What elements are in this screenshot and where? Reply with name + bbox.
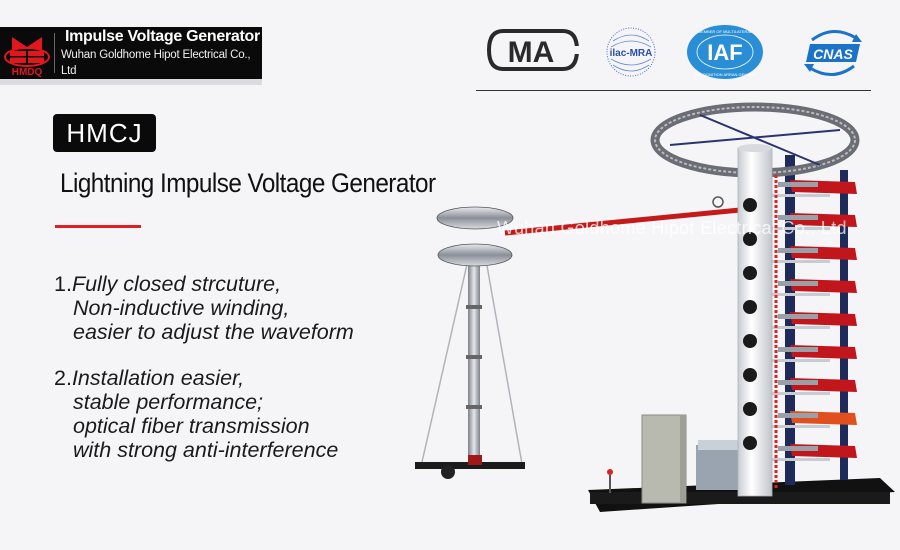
capacitor-stage (770, 246, 857, 263)
certification-logos: MA ilac-MRA IAF MEMBER OF MULTILATERAL R… (480, 22, 900, 82)
capacitor-stage (770, 213, 857, 230)
svg-text:ilac-MRA: ilac-MRA (610, 48, 653, 59)
product-title: Lightning Impulse Voltage Generator (60, 168, 436, 198)
feature-text: with strong anti-interference (73, 438, 339, 462)
capacitor-stage (770, 279, 857, 296)
porthole (743, 198, 757, 212)
iaf-logo-icon: IAF MEMBER OF MULTILATERAL RECOGNITION A… (685, 23, 765, 86)
feature-item: 1.Fully closed strcuture, Non-inductive … (54, 272, 354, 344)
capacitor-stage (770, 345, 857, 362)
brand-divider (54, 33, 55, 73)
porthole (743, 232, 757, 246)
brand-mark: HMDQ (12, 67, 43, 78)
feature-text: Installation easier, (71, 366, 245, 390)
feature-text: Fully closed strcuture, (71, 272, 282, 296)
cnas-logo-icon: CNAS (798, 26, 868, 85)
feature-number: 1. (54, 272, 72, 296)
capacitor-stage (770, 312, 857, 329)
feature-text: Non-inductive winding, (73, 296, 290, 320)
main-column (737, 144, 778, 497)
watermark: Wuhan Goldhome Hipot Electrical Co., Ltd (497, 218, 847, 238)
brand-shadow (0, 79, 262, 85)
porthole (743, 266, 757, 280)
porthole (743, 436, 757, 450)
porthole (743, 300, 757, 314)
svg-text:MA: MA (508, 36, 555, 69)
model-badge: HMCJ (53, 114, 156, 152)
brand-header: HMDQ Impulse Voltage Generator Wuhan Gol… (0, 27, 262, 79)
svg-text:RECOGNITION ARRAN GEMENT: RECOGNITION ARRAN GEMENT (694, 72, 756, 77)
feature-item: 2.Installation easier, stable performanc… (54, 366, 354, 462)
header-divider (476, 90, 871, 91)
voltage-divider (415, 206, 525, 479)
porthole (743, 368, 757, 382)
feature-text: easier to adjust the waveform (73, 320, 354, 344)
capacitor-stage (770, 411, 857, 428)
feature-number: 2. (54, 366, 72, 390)
svg-text:IAF: IAF (707, 40, 742, 65)
hmdq-logo-icon: HMDQ (0, 27, 54, 79)
svg-text:MEMBER OF MULTILATERAL: MEMBER OF MULTILATERAL (698, 29, 753, 34)
cma-logo-icon: MA (485, 27, 581, 78)
high-voltage-lead (504, 207, 741, 236)
capacitor-stage (770, 180, 857, 197)
svg-text:CNAS: CNAS (813, 46, 853, 62)
feature-text: optical fiber transmission (73, 414, 310, 438)
capacitor-stage (770, 444, 857, 461)
ilac-mra-logo-icon: ilac-MRA (603, 25, 659, 84)
porthole (743, 402, 757, 416)
capacitor-stage (770, 378, 857, 395)
title-underline (55, 225, 141, 228)
feature-text: stable performance; (73, 390, 264, 414)
capacitor-stages (770, 180, 857, 461)
feature-list: 1.Fully closed strcuture, Non-inductive … (54, 272, 354, 484)
brand-title: Impulse Voltage Generator (64, 28, 260, 45)
product-image (410, 100, 900, 550)
brand-subtitle: Wuhan Goldhome Hipot Electrical Co., Ltd (60, 49, 251, 77)
porthole (743, 334, 757, 348)
